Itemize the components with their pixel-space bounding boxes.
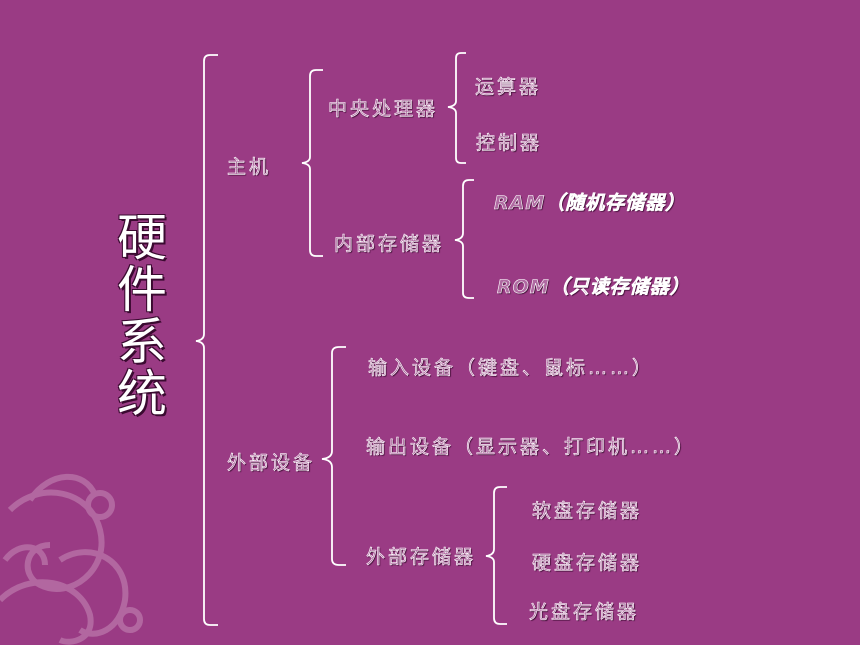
bracket-external-storage [485, 486, 507, 625]
node-internal-memory: 内部存储器 [334, 233, 445, 256]
node-optical: 光盘存储器 [529, 601, 640, 624]
root-title-char-4: 统 [117, 365, 167, 423]
bracket-cpu [447, 52, 466, 164]
node-output-devices: 输出设备（显示器、打印机……） [366, 436, 697, 459]
node-cpu: 中央处理器 [328, 98, 439, 121]
node-hard-disk: 硬盘存储器 [532, 552, 643, 575]
root-title-char-3: 系 [117, 313, 167, 371]
bracket-host [301, 69, 323, 257]
node-host: 主机 [227, 156, 272, 179]
node-floppy: 软盘存储器 [532, 500, 643, 523]
floral-ornament [0, 473, 143, 645]
bracket-internal-memory [454, 179, 474, 299]
node-external-storage: 外部存储器 [366, 546, 477, 569]
node-rom: ROM（只读存储器） [497, 276, 690, 299]
root-title-char-2: 件 [117, 261, 167, 319]
bracket-root [195, 54, 218, 626]
node-controller: 控制器 [476, 132, 543, 155]
node-external-devices: 外部设备 [227, 452, 316, 475]
root-title-char-1: 硬 [117, 209, 167, 267]
node-input-devices: 输入设备（键盘、鼠标……） [368, 357, 655, 380]
node-alu: 运算器 [475, 76, 542, 99]
node-ram: RAM（随机存储器） [494, 192, 686, 215]
bracket-external [321, 346, 346, 566]
